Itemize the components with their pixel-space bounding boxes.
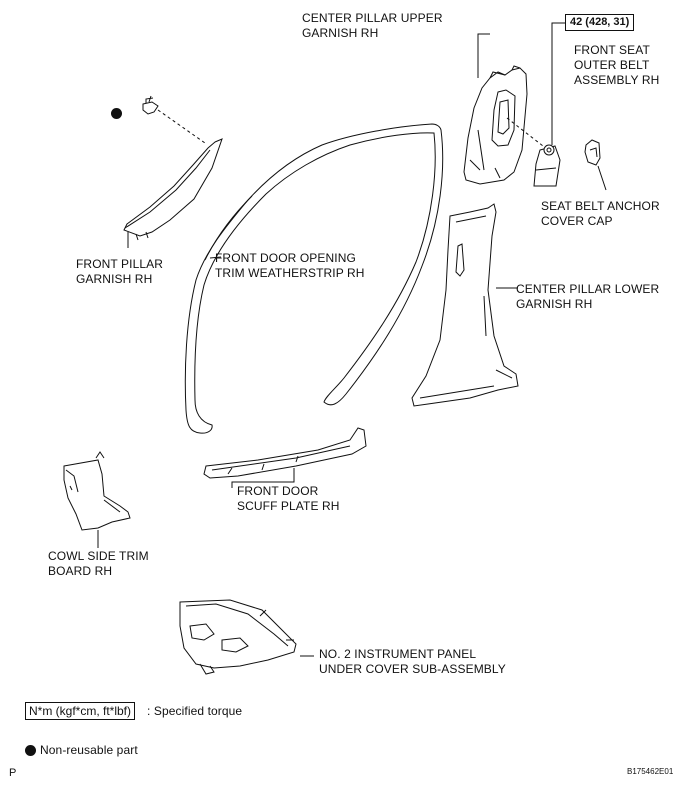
nonreusable-marker-icon [111,108,122,119]
label-instrument-cover: NO. 2 INSTRUMENT PANEL UNDER COVER SUB-A… [319,647,506,677]
label-front-pillar: FRONT PILLAR GARNISH RH [76,257,163,287]
label-cowl-side: COWL SIDE TRIM BOARD RH [48,549,149,579]
label-front-seat-belt: FRONT SEAT OUTER BELT ASSEMBLY RH [574,43,659,88]
label-line: OUTER BELT [574,58,650,72]
front-pillar-garnish [123,138,223,241]
scuff-leader [231,468,295,488]
torque-leader [551,22,565,145]
label-line: COWL SIDE TRIM [48,549,149,563]
label-line: ASSEMBLY RH [574,73,660,87]
center-pillar-lower-garnish [411,203,519,407]
label-line: SCUFF PLATE RH [237,499,340,513]
label-line: FRONT PILLAR [76,257,163,271]
front-pillar-clip [142,95,159,115]
legend-torque-text: : Specified torque [147,704,243,718]
door-weatherstrip [184,123,444,434]
label-line: GARNISH RH [516,297,593,311]
label-line: BOARD RH [48,564,113,578]
label-center-pillar-lower: CENTER PILLAR LOWER GARNISH RH [516,282,659,312]
label-line: CENTER PILLAR LOWER [516,282,660,296]
anchor-dashed-line [506,117,544,147]
label-door-weatherstrip: FRONT DOOR OPENING TRIM WEATHERSTRIP RH [215,251,365,281]
legend-nonreusable-icon [25,745,36,756]
center-pillar-upper-garnish [463,65,528,185]
corner-letter: P [9,767,17,779]
cowl-side-trim [63,451,131,531]
weatherstrip-leader [209,256,222,259]
label-seat-belt-cap: SEAT BELT ANCHOR COVER CAP [541,199,660,229]
label-line: GARNISH RH [76,272,153,286]
label-line: FRONT DOOR [237,484,319,498]
label-line: SEAT BELT ANCHOR [541,199,660,213]
label-line: UNDER COVER SUB-ASSEMBLY [319,662,506,676]
label-line: NO. 2 INSTRUMENT PANEL [319,647,477,661]
label-line: CENTER PILLAR UPPER [302,11,443,25]
label-scuff-plate: FRONT DOOR SCUFF PLATE RH [237,484,340,514]
seat-belt-anchor [533,144,561,187]
legend-torque-box: N*m (kgf*cm, ft*lbf) [25,702,136,720]
upper-garnish-leader [477,33,490,78]
legend-nonreusable-text: Non-reusable part [40,743,138,757]
scuff-plate [203,427,367,479]
label-center-pillar-upper: CENTER PILLAR UPPER GARNISH RH [302,11,443,41]
figure-id: B175462E01 [627,767,674,776]
instrument-under-cover [179,599,297,675]
label-line: GARNISH RH [302,26,379,40]
label-line: TRIM WEATHERSTRIP RH [215,266,365,280]
seat-belt-cap [584,139,601,166]
clip-dashed-line [157,109,206,144]
label-line: FRONT SEAT [574,43,650,57]
label-line: FRONT DOOR OPENING [215,251,356,265]
cap-leader [597,165,607,191]
torque-box: 42 (428, 31) [565,14,635,31]
label-line: COVER CAP [541,214,613,228]
